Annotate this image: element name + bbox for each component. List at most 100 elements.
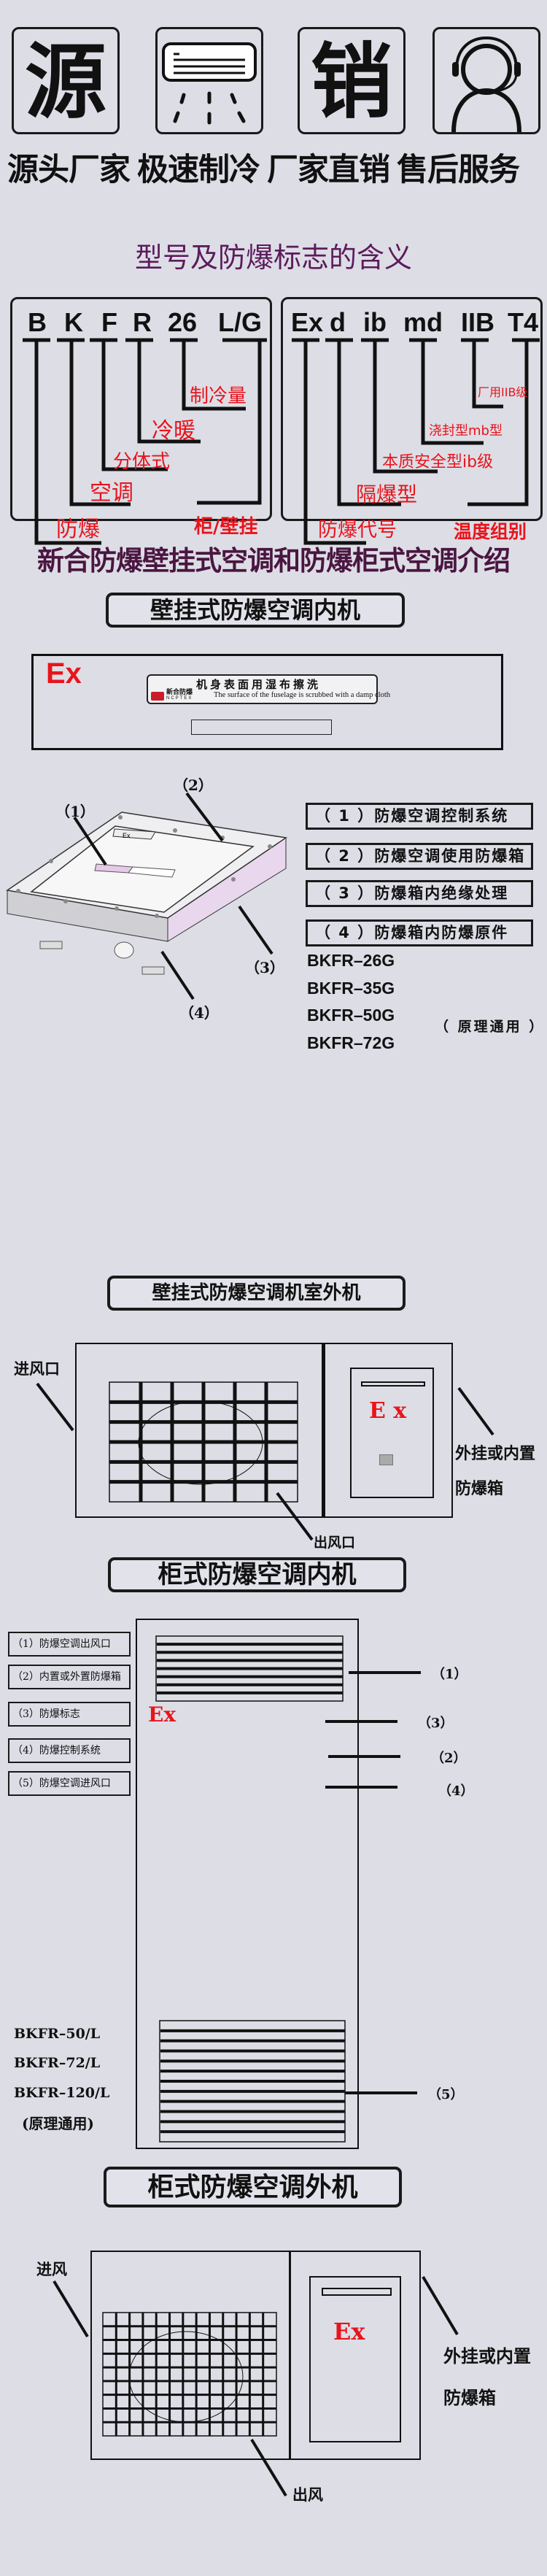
ex-part-md: md <box>403 307 443 337</box>
legend-inlet: （5）防爆空调进风口 <box>8 1771 131 1796</box>
ex-mark: Ex <box>148 1702 176 1727</box>
leader-line <box>36 1382 74 1432</box>
ex-part-ex: Ex <box>291 307 324 337</box>
legend-box: （2）内置或外置防爆箱 <box>8 1665 131 1689</box>
callout-5: （5） <box>428 2087 464 2102</box>
inlet-label: 进风 <box>36 2260 67 2278</box>
outlet-label: 出风口 <box>314 1535 356 1551</box>
callout-4: （4） <box>179 1004 219 1022</box>
model-72g: BKFR–72G <box>307 1033 395 1052</box>
section-title-wall-outdoor: 壁挂式防爆空调机室外机 <box>107 1276 406 1311</box>
wall-indoor-unit: Ex 机身表面用湿布擦洗 新合防爆 NCPTEX The surface of … <box>31 654 503 750</box>
headset-service-icon <box>451 36 521 132</box>
model-50l: BKFR–50/L <box>14 2026 101 2042</box>
label-split-type: 分体式 <box>113 451 171 473</box>
label-cool-heat: 冷暖 <box>152 418 195 444</box>
slogan-after-sales: 售后服务 <box>397 152 520 188</box>
box-label-line2: 防爆箱 <box>455 1479 504 1498</box>
label-encapsulation: 浇封型mb型 <box>429 423 503 439</box>
label-flameproof: 隔爆型 <box>356 482 418 506</box>
callout-2: （2） <box>174 776 213 794</box>
leader-line <box>422 2275 459 2336</box>
slogan-direct-sales: 厂家直销 <box>267 152 390 188</box>
model-part-k: K <box>64 307 83 337</box>
box-slot <box>322 2288 392 2296</box>
box-ex-mark: Ex <box>123 832 131 839</box>
model-part-type: L/G <box>218 307 262 337</box>
intro-title: 新合防爆壁挂式空调和防爆柜式空调介绍 <box>37 544 511 576</box>
sales-char-icon: 销 <box>311 35 392 130</box>
cleaning-label-plate: 机身表面用湿布擦洗 新合防爆 NCPTEX The surface of the… <box>147 674 390 704</box>
model-code-box <box>10 297 272 521</box>
model-120l: BKFR–120/L <box>14 2085 110 2101</box>
model-part-b: B <box>28 307 47 337</box>
callout-3: （3） <box>418 1716 454 1731</box>
callout-3: （3） <box>245 959 284 976</box>
ex-mark: E x <box>369 1398 407 1424</box>
legend-insulation: （ 3 ）防爆箱内绝缘处理 <box>306 880 533 907</box>
box-label-line2: 防爆箱 <box>443 2387 496 2408</box>
ex-part-ib: ib <box>363 307 387 337</box>
leader-line <box>250 2438 287 2497</box>
fan-circle <box>128 2331 244 2423</box>
brand-logo-icon <box>151 692 164 701</box>
box-label-line1: 外挂或内置 <box>455 1444 536 1463</box>
source-char-icon: 源 <box>25 35 106 130</box>
label-cooling-capacity: 制冷量 <box>190 385 247 407</box>
source-icon-box: 源 <box>12 27 120 134</box>
label-intrinsic-safety: 本质安全型ib级 <box>382 453 494 471</box>
legend-explosion-box: （ 2 ）防爆空调使用防爆箱 <box>306 843 533 870</box>
wall-outdoor-unit <box>75 1343 453 1518</box>
label-gas-group: 厂用IIB级 <box>478 385 528 399</box>
ex-part-iib: IIB <box>461 307 495 337</box>
principle-note: （ 原理通用 ） <box>435 1019 546 1035</box>
outlet-label: 出风 <box>292 2486 323 2504</box>
leader-line <box>276 1492 314 1541</box>
meaning-title: 型号及防爆标志的含义 <box>134 242 412 274</box>
label-ex-code: 防爆代号 <box>318 519 397 541</box>
ex-mark: Ex <box>333 2318 365 2345</box>
sales-icon-box: 销 <box>298 27 406 134</box>
inlet-label: 进风口 <box>14 1360 60 1378</box>
callout-4: （4） <box>438 1783 474 1799</box>
code-brackets <box>23 338 540 545</box>
air-conditioner-icon <box>162 42 257 125</box>
model-72l: BKFR–72/L <box>14 2055 101 2071</box>
nameplate-icon <box>379 1454 393 1465</box>
slogan-source-factory: 源头厂家 <box>7 152 131 188</box>
headset-icon-box <box>432 27 540 134</box>
legend-ex-mark: （3）防爆标志 <box>8 1702 131 1727</box>
air-conditioner-icon-box <box>155 27 263 134</box>
plate-brand: 新合防爆 <box>166 689 193 696</box>
slogan-row: 源头厂家极速制冷厂家直销售后服务 <box>7 144 547 190</box>
plate-text-cn: 机身表面用湿布擦洗 <box>196 678 322 691</box>
unit-divider <box>289 2251 291 2460</box>
model-part-f: F <box>101 307 117 337</box>
unit-divider <box>322 1343 325 1518</box>
section-title-wall-indoor: 壁挂式防爆空调内机 <box>106 593 405 628</box>
legend-control: （4）防爆控制系统 <box>8 1738 131 1763</box>
label-explosion-proof: 防爆 <box>56 517 100 542</box>
legend-control-system: （ 1 ）防爆空调控制系统 <box>306 803 533 830</box>
model-part-r: R <box>133 307 152 337</box>
leader-line <box>53 2280 89 2338</box>
section-title-cabinet-indoor: 柜式防爆空调内机 <box>108 1557 406 1592</box>
label-air-conditioner: 空调 <box>90 480 133 506</box>
principle-note: (原理通用) <box>22 2115 94 2132</box>
box-label-line1: 外挂或内置 <box>443 2345 531 2367</box>
explosion-proof-box: E x <box>350 1368 434 1498</box>
fan-circle <box>138 1400 263 1485</box>
callout-2: （2） <box>431 1751 467 1766</box>
section-title-cabinet-outdoor: 柜式防爆空调外机 <box>104 2167 402 2207</box>
plate-text-en: The surface of the fuselage is scrubbed … <box>214 691 390 699</box>
legend-components: （ 4 ）防爆箱内防爆原件 <box>306 919 533 946</box>
legend-outlet: （1）防爆空调出风口 <box>8 1632 131 1657</box>
explosion-proof-box: Ex <box>309 2276 401 2442</box>
ex-part-d: d <box>330 307 346 337</box>
ex-part-t4: T4 <box>508 307 539 337</box>
label-temperature-class: 温度组别 <box>454 521 527 542</box>
model-26g: BKFR–26G <box>307 951 395 970</box>
slogan-fast-cooling: 极速制冷 <box>137 152 260 188</box>
ex-code-box <box>281 297 543 521</box>
